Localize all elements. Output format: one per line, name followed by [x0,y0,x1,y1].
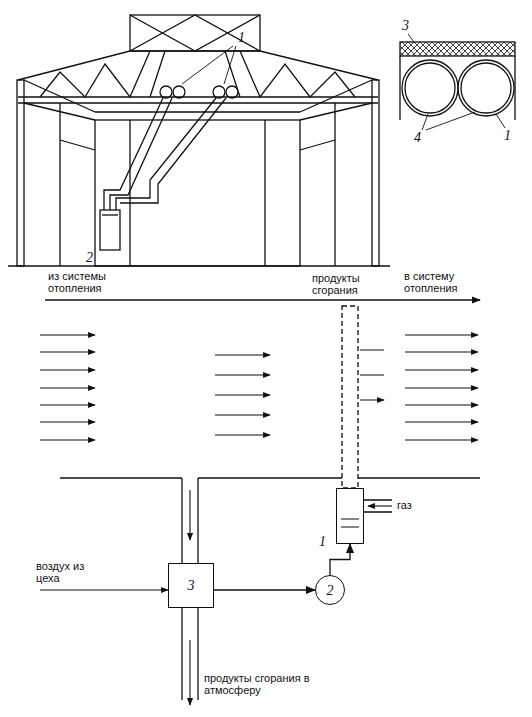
flow-arrow [40,334,95,335]
flow-label: продукты сгорания в атмосферу [204,672,324,696]
callout-number: 4 [414,130,428,145]
flow-arrow [40,439,95,440]
flow-arrow [215,414,270,415]
flow-arrow [405,421,478,422]
flow-arrow [405,369,478,370]
flow-arrow [40,369,95,370]
flow-label: газ [397,499,427,511]
callout-number: 2 [86,250,100,265]
flow-arrow [40,351,95,352]
callout-number: 1 [319,534,326,549]
flow-arrow [405,387,478,388]
heat-exchanger-box: 3 [168,563,214,608]
flow-arrow [215,394,270,395]
flow-label: в систему отопления [404,270,494,294]
flow-arrow [215,374,270,375]
flow-arrow [405,404,478,405]
fan-circle: 2 [315,575,345,605]
callout-number: 1 [504,128,518,143]
flow-arrow [40,404,95,405]
building-section [8,15,515,266]
duct-connector [214,589,315,590]
flow-arrow [215,434,270,435]
callout-number: 3 [402,18,416,33]
heating-scheme [40,300,480,705]
flow-arrow [405,439,478,440]
flow-arrow [405,351,478,352]
callout-number: 1 [238,30,252,45]
flow-arrow [405,334,478,335]
flow-arrow [215,354,270,355]
duct-connector [330,544,350,575]
flow-arrow [40,387,95,388]
flow-label: из системы отопления [48,270,128,294]
flow-label: продукты сгорания [312,272,388,296]
flow-arrow [40,421,95,422]
burner: 1 [336,488,364,544]
burner-outline [337,489,363,543]
callout-number: 2 [327,583,334,598]
flow-label: воздух из цеха [36,560,106,584]
callout-number: 3 [188,578,195,593]
